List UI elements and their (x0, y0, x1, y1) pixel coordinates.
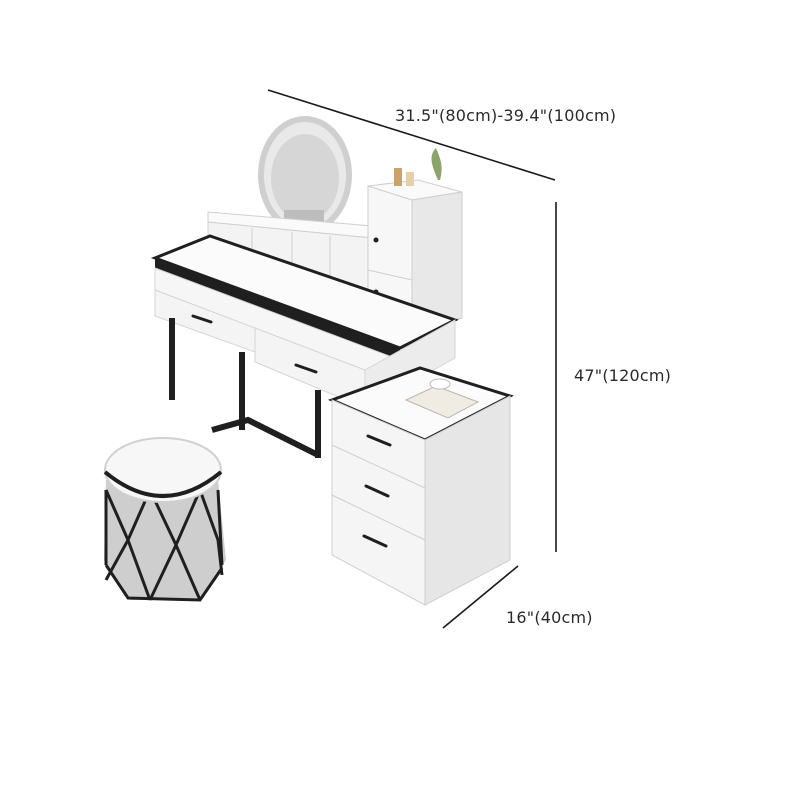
depth-dimension-line (442, 565, 519, 629)
round-mirror (258, 116, 352, 234)
width-dimension-line (267, 89, 556, 181)
desk-legs (169, 318, 321, 458)
dimension-lines (267, 89, 557, 629)
stool (103, 437, 226, 602)
side-cabinet (367, 148, 463, 331)
width-dimension-label: 31.5"(80cm)-39.4"(100cm) (395, 106, 617, 125)
height-dimension-label: 47"(120cm) (574, 366, 672, 385)
depth-dimension-label: 16"(40cm) (506, 608, 593, 627)
drawer-cabinet (327, 366, 514, 606)
